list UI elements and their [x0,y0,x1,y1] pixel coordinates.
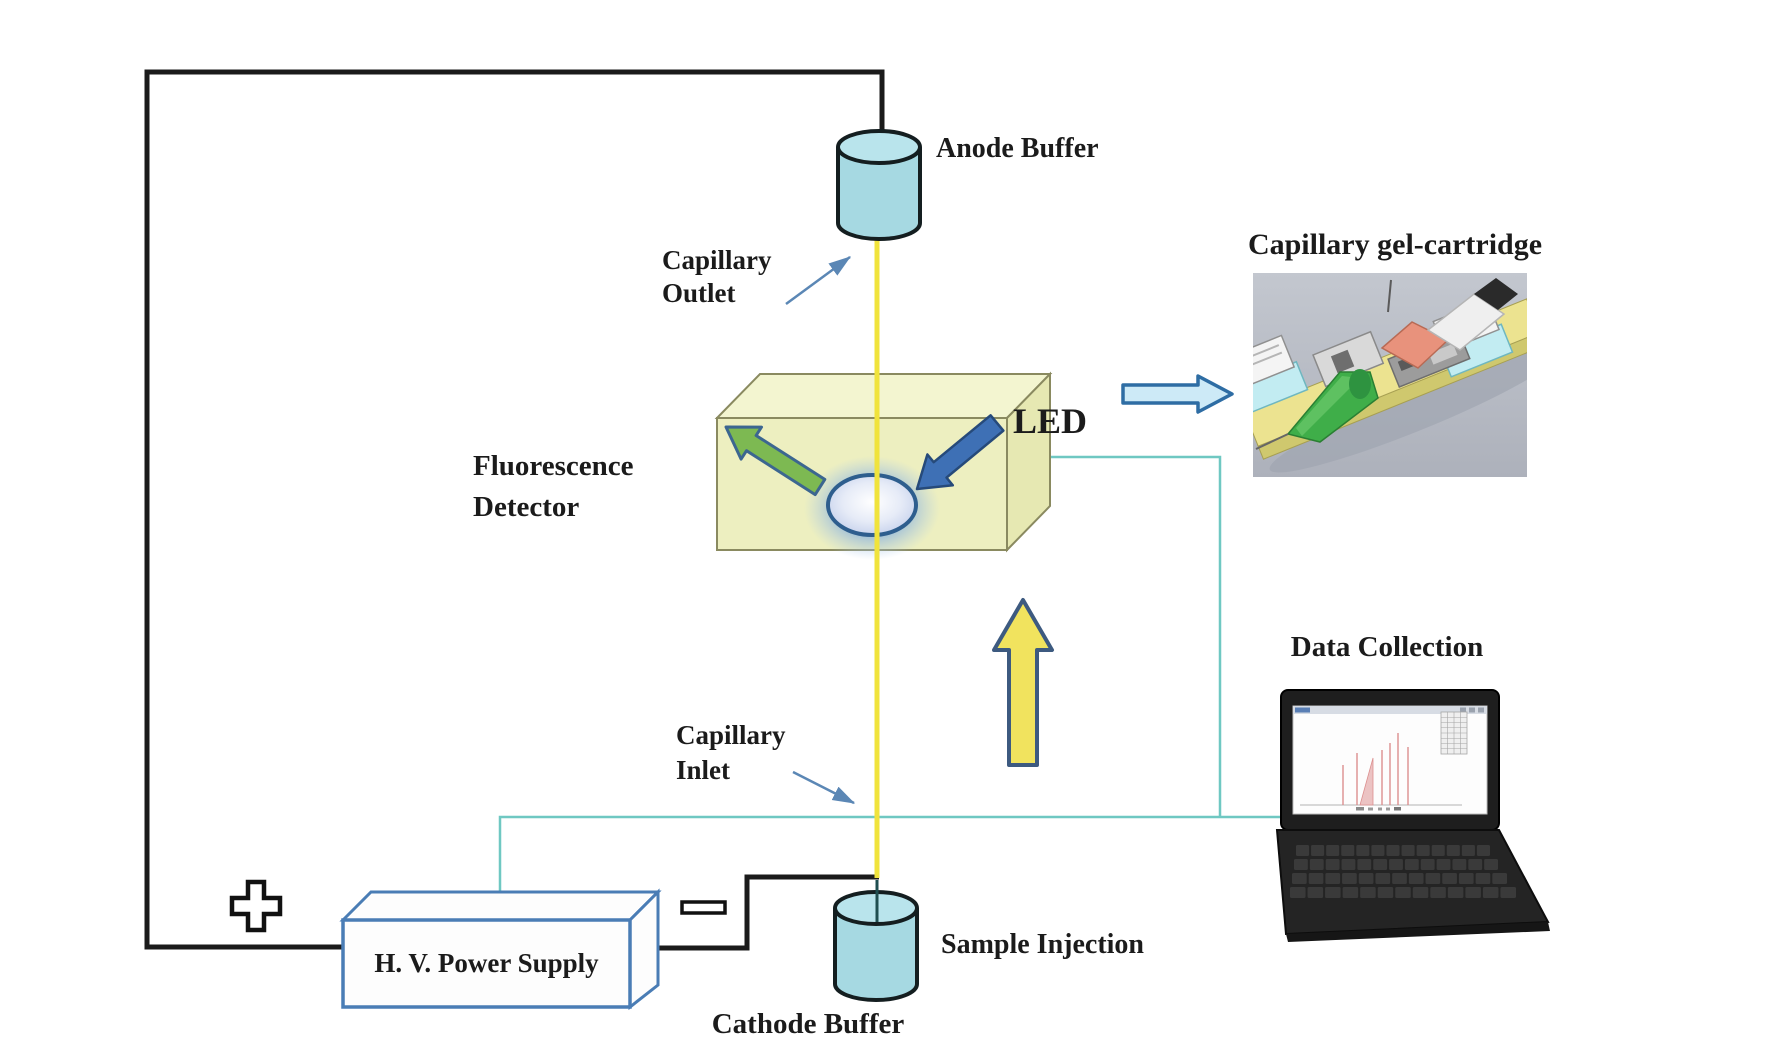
power-control-wire [498,815,1280,895]
electropherogram [1300,733,1462,811]
capillary-inlet-pointer-arrow [792,770,856,805]
detector-signal-wire [1012,455,1222,817]
negative-polarity-symbol [680,900,727,915]
laptop-screen [1292,705,1488,815]
capillary-inlet-label: Capillary Inlet [676,720,786,785]
laptop-front-lip [1286,922,1550,942]
positive-polarity-symbol [229,879,283,933]
capillary-outlet-label: Capillary Outlet [662,245,772,308]
cathode-buffer-label: Cathode Buffer [711,1008,905,1040]
laptop-image [1275,689,1550,942]
sample-injection-label: Sample Injection [941,929,1144,960]
detection-window [826,473,918,537]
emission-arrow-icon [724,425,827,497]
hv-negative-wire [645,874,879,951]
hv-power-supply-box [339,888,662,1011]
sample-flow-arrow-icon [992,598,1054,767]
anode-buffer-vial [836,129,922,241]
power-supply-label: H. V. Power Supply [374,948,599,978]
cathode-buffer-vial [833,880,919,1002]
fluorescence-detector-label: Fluorescence Detector [473,450,634,523]
excitation-arrow-icon [915,414,1005,491]
anode-buffer-label: Anode Buffer [936,133,1099,164]
results-grid-panel [1440,711,1468,755]
capillary-outlet-pointer-arrow [785,255,852,306]
gel-cartridge-image [1253,273,1527,477]
gel-cartridge-label: Capillary gel-cartridge [1247,228,1543,261]
data-collection-label: Data Collection [1290,631,1484,663]
hv-positive-wire [144,69,885,950]
led-label: LED [1013,401,1088,441]
cartridge-arrow-icon [1121,374,1234,414]
